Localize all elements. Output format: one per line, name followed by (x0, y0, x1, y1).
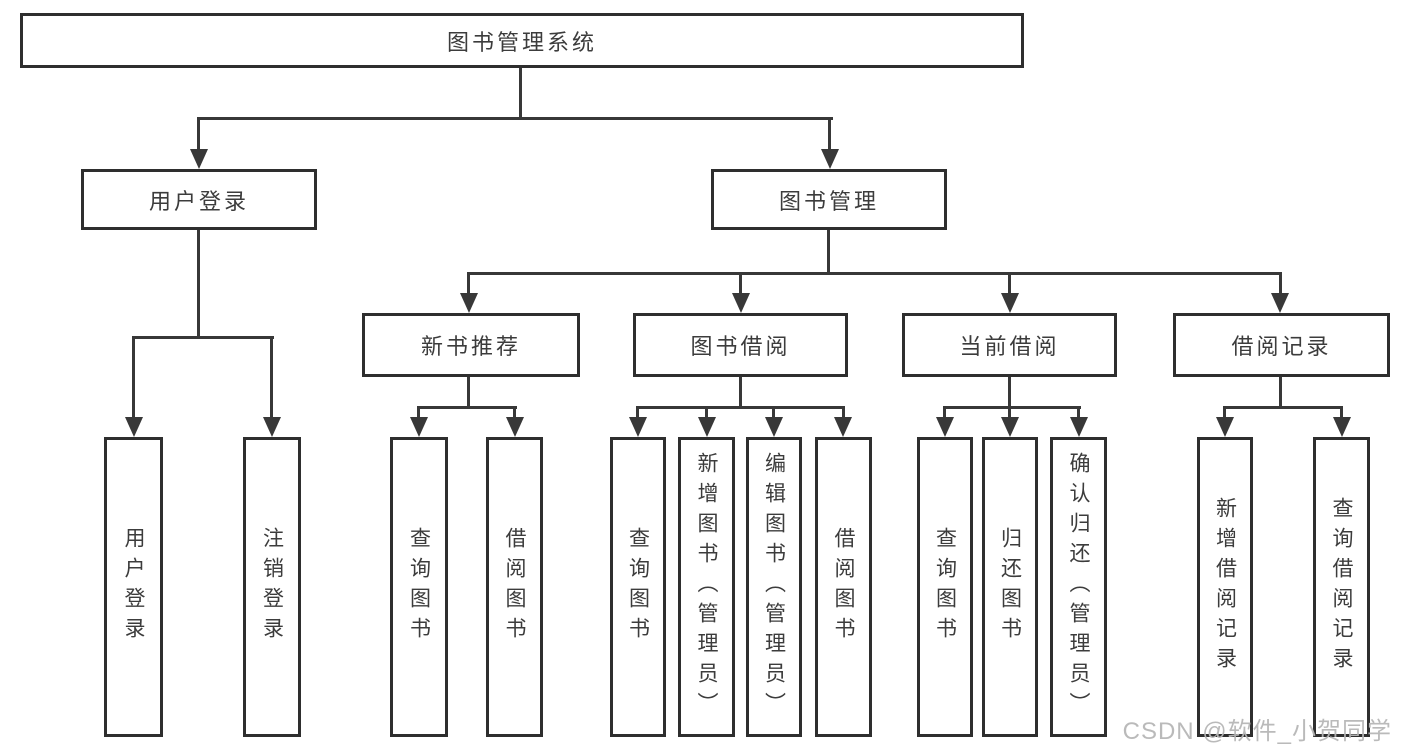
node-query-books-borrowing: 查询图书 (610, 437, 666, 737)
edge-line (943, 406, 1081, 409)
arrowhead-down (629, 417, 647, 437)
arrowhead-down (1216, 417, 1234, 437)
node-label: 确认归还（管理员） (1067, 452, 1090, 722)
arrowhead-down (263, 417, 281, 437)
node-label: 图书借阅 (690, 334, 791, 359)
edge-line (739, 377, 742, 409)
arrowhead-down (821, 149, 839, 169)
node-label: 查询借阅记录 (1330, 497, 1353, 677)
arrowhead-down (190, 149, 208, 169)
watermark: CSDN @软件_小贺同学 (1122, 718, 1392, 745)
edge-line (417, 409, 420, 419)
node-label: 借阅记录 (1231, 334, 1332, 359)
edge-line (636, 406, 845, 409)
edge-line (197, 230, 200, 339)
node-query-books-recommend: 查询图书 (390, 437, 448, 737)
node-label: 查询图书 (933, 527, 957, 647)
edge-line (1008, 409, 1011, 419)
arrowhead-down (1333, 417, 1351, 437)
arrowhead-down (460, 293, 478, 313)
edge-line (1279, 377, 1282, 409)
node-label: 归还图书 (998, 527, 1022, 647)
edge-line (132, 339, 135, 419)
arrowhead-down (1001, 293, 1019, 313)
node-user-login-leaf: 用户登录 (104, 437, 163, 737)
node-label: 用户登录 (122, 527, 145, 647)
node-label: 查询图书 (626, 527, 650, 647)
edge-line (739, 275, 742, 295)
node-system-root: 图书管理系统 (20, 13, 1024, 68)
edge-line (519, 68, 522, 120)
arrowhead-down (732, 293, 750, 313)
node-confirm-return-admin: 确认归还（管理员） (1050, 437, 1107, 737)
node-query-borrow-record: 查询借阅记录 (1313, 437, 1370, 737)
node-label: 编辑图书（管理员） (762, 452, 786, 722)
arrowhead-down (125, 417, 143, 437)
edge-line (1223, 406, 1343, 409)
node-borrowing-records: 借阅记录 (1173, 313, 1390, 377)
arrowhead-down (936, 417, 954, 437)
arrowhead-down (410, 417, 428, 437)
node-return-book: 归还图书 (982, 437, 1038, 737)
edge-line (842, 409, 845, 419)
node-book-borrowing: 图书借阅 (633, 313, 848, 377)
edge-line (467, 272, 1282, 275)
edge-line (828, 120, 831, 151)
edge-line (705, 409, 708, 419)
node-borrow-books-recommend: 借阅图书 (486, 437, 543, 737)
arrowhead-down (834, 417, 852, 437)
node-label: 图书管理 (778, 188, 879, 214)
node-logout: 注销登录 (243, 437, 301, 737)
node-label: 新增图书（管理员） (695, 452, 718, 722)
node-new-book-recommend: 新书推荐 (362, 313, 580, 377)
node-label: 图书管理系统 (446, 29, 597, 55)
arrowhead-down (506, 417, 524, 437)
edge-line (197, 120, 200, 151)
arrowhead-down (765, 417, 783, 437)
edge-line (636, 409, 639, 419)
node-label: 用户登录 (148, 188, 249, 214)
edge-line (772, 409, 775, 419)
node-borrow-books-borrowing: 借阅图书 (815, 437, 872, 737)
node-label: 新增借阅记录 (1213, 497, 1237, 677)
edge-line (197, 117, 833, 120)
arrowhead-down (1271, 293, 1289, 313)
arrowhead-down (1001, 417, 1019, 437)
node-user-login: 用户登录 (81, 169, 317, 230)
edge-line (467, 377, 470, 409)
edge-line (1279, 275, 1282, 295)
node-current-borrowing: 当前借阅 (902, 313, 1117, 377)
node-query-books-current: 查询图书 (917, 437, 973, 737)
node-label: 借阅图书 (832, 527, 855, 647)
edge-line (1008, 275, 1011, 295)
node-label: 查询图书 (407, 527, 431, 647)
node-edit-book-admin: 编辑图书（管理员） (746, 437, 802, 737)
edge-line (1008, 377, 1011, 409)
node-add-borrow-record: 新增借阅记录 (1197, 437, 1253, 737)
node-book-management: 图书管理 (711, 169, 947, 230)
node-add-book-admin: 新增图书（管理员） (678, 437, 735, 737)
edge-line (1077, 409, 1080, 419)
edge-line (1223, 409, 1226, 419)
node-label: 当前借阅 (959, 334, 1060, 359)
edge-line (1340, 409, 1343, 419)
edge-line (827, 230, 830, 275)
edge-line (132, 336, 274, 339)
node-label: 新书推荐 (420, 334, 521, 359)
node-label: 借阅图书 (503, 527, 526, 647)
arrowhead-down (698, 417, 716, 437)
node-label: 注销登录 (260, 527, 284, 647)
edge-line (943, 409, 946, 419)
edge-line (417, 406, 517, 409)
arrowhead-down (1070, 417, 1088, 437)
edge-line (513, 409, 516, 419)
edge-line (467, 275, 470, 295)
edge-line (270, 339, 273, 419)
